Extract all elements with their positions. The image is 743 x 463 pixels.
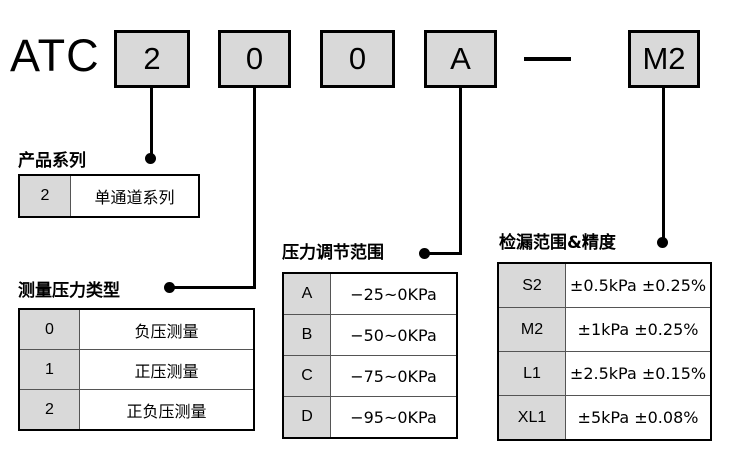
- cell-code: C: [282, 355, 331, 397]
- cell-code: L1: [497, 351, 566, 396]
- cell-desc: ±2.5kPa ±0.15%: [565, 351, 712, 396]
- cell-code: 2: [18, 174, 71, 218]
- cell-code: XL1: [497, 395, 566, 441]
- cell-desc: −75~0KPa: [330, 355, 458, 397]
- cell-code: D: [282, 396, 331, 439]
- separator-dash: [524, 57, 571, 61]
- caption-ptype: 测量压力类型: [18, 281, 120, 301]
- leader-dot-range: [419, 248, 430, 259]
- code-box-reserved[interactable]: 0: [320, 30, 395, 88]
- cell-code: S2: [497, 262, 566, 308]
- cell-desc: 单通道系列: [70, 174, 200, 218]
- cell-desc: 正压测量: [79, 349, 255, 390]
- table-row[interactable]: S2 ±0.5kPa ±0.25%: [497, 262, 712, 308]
- code-box-series[interactable]: 2: [114, 30, 190, 88]
- caption-series: 产品系列: [18, 151, 86, 171]
- leader-dot-ptype: [164, 282, 175, 293]
- leader-line-series: [150, 86, 153, 158]
- table-pressure-type: 0 负压测量 1 正压测量 2 正负压测量: [18, 308, 255, 431]
- table-pressure-range: A −25~0KPa B −50~0KPa C −75~0KPa D −95~0…: [282, 272, 458, 439]
- leader-line-ptype-horizontal: [170, 286, 256, 289]
- cell-code: A: [282, 272, 331, 315]
- cell-desc: −25~0KPa: [330, 272, 458, 315]
- cell-desc: 负压测量: [79, 308, 255, 350]
- leader-line-range-vertical: [459, 86, 462, 255]
- table-leak-range-accuracy: S2 ±0.5kPa ±0.25% M2 ±1kPa ±0.25% L1 ±2.…: [497, 262, 712, 441]
- leader-line-range-horizontal: [426, 252, 462, 255]
- leader-dot-series: [145, 153, 156, 164]
- cell-desc: −95~0KPa: [330, 396, 458, 439]
- table-row[interactable]: B −50~0KPa: [282, 314, 458, 356]
- cell-desc: ±0.5kPa ±0.25%: [565, 262, 712, 308]
- leader-line-leak: [662, 86, 665, 242]
- code-box-range[interactable]: A: [424, 30, 497, 88]
- table-row[interactable]: L1 ±2.5kPa ±0.15%: [497, 351, 712, 396]
- table-row[interactable]: 2 正负压测量: [18, 389, 255, 431]
- table-row[interactable]: C −75~0KPa: [282, 355, 458, 397]
- table-row[interactable]: A −25~0KPa: [282, 272, 458, 315]
- table-row[interactable]: 0 负压测量: [18, 308, 255, 350]
- table-row[interactable]: 2 单通道系列: [18, 174, 200, 218]
- cell-code: 2: [18, 389, 80, 431]
- leader-line-ptype-vertical: [253, 86, 256, 289]
- cell-desc: ±5kPa ±0.08%: [565, 395, 712, 441]
- cell-desc: ±1kPa ±0.25%: [565, 307, 712, 352]
- caption-range: 压力调节范围: [282, 243, 384, 263]
- cell-code: M2: [497, 307, 566, 352]
- cell-code: 0: [18, 308, 80, 350]
- leader-dot-leak: [657, 237, 668, 248]
- code-box-ptype[interactable]: 0: [218, 30, 291, 88]
- table-series: 2 单通道系列: [18, 174, 200, 218]
- table-row[interactable]: XL1 ±5kPa ±0.08%: [497, 395, 712, 441]
- cell-desc: 正负压测量: [79, 389, 255, 431]
- code-box-leak[interactable]: M2: [628, 30, 700, 88]
- table-row[interactable]: D −95~0KPa: [282, 396, 458, 439]
- brand-label: ATC: [10, 30, 100, 81]
- table-row[interactable]: M2 ±1kPa ±0.25%: [497, 307, 712, 352]
- cell-code: 1: [18, 349, 80, 390]
- table-row[interactable]: 1 正压测量: [18, 349, 255, 390]
- cell-code: B: [282, 314, 331, 356]
- caption-leak: 检漏范围&精度: [499, 233, 616, 253]
- cell-desc: −50~0KPa: [330, 314, 458, 356]
